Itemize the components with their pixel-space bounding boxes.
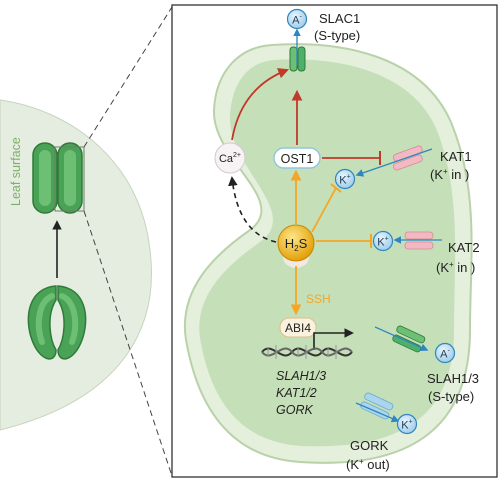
- svg-text:H2S: H2S: [285, 236, 308, 253]
- k-ion-kat2: K+: [372, 230, 394, 252]
- leaf-surface-label: Leaf surface: [9, 137, 23, 206]
- svg-text:A-: A-: [440, 348, 450, 361]
- transcription-arrow: [313, 328, 354, 350]
- gene-kat12: KAT1/2: [276, 386, 317, 400]
- svg-text:OST1: OST1: [281, 152, 314, 166]
- slac1-label: SLAC1: [319, 11, 360, 26]
- slah13-type: (S-type): [428, 389, 474, 404]
- kat2-channel: [404, 231, 434, 250]
- guard-cell-pair-closed: [32, 142, 85, 214]
- svg-text:A-: A-: [292, 14, 302, 27]
- svg-text:Ca2+: Ca2+: [219, 152, 241, 165]
- zoom-line-bottom: [83, 210, 173, 477]
- zoom-line-top: [83, 6, 173, 148]
- svg-text:K+: K+: [377, 236, 388, 249]
- svg-text:K+: K+: [401, 419, 412, 432]
- kat1-k-influx-arrow: [355, 148, 433, 177]
- anion-ion-right: A-: [434, 342, 456, 364]
- gork-k-efflux-arrow: [355, 402, 400, 423]
- gork-label: GORK: [350, 438, 389, 453]
- gene-slah13: SLAH1/3: [276, 369, 326, 383]
- ca-to-slac1-arrow: [231, 68, 290, 141]
- kat1-label: KAT1: [440, 149, 472, 164]
- slac1-type: (S-type): [314, 28, 360, 43]
- ssh-label: SSH: [306, 292, 331, 306]
- gene-gork: GORK: [276, 403, 313, 417]
- ost1-node: OST1: [273, 147, 321, 169]
- kat2-label: KAT2: [448, 240, 480, 255]
- svg-text:K+: K+: [339, 174, 350, 187]
- h2s-inhibit-bar-1: [330, 183, 342, 193]
- dna-helix: [261, 345, 353, 359]
- slah13-anion-efflux-arrow: [374, 326, 429, 352]
- k-ion-gork: K+: [396, 413, 418, 435]
- k-ion-kat1: K+: [334, 168, 356, 190]
- abi4-node: ABI4: [279, 317, 317, 338]
- leaf-panel: Leaf surface: [0, 6, 173, 477]
- h2s-node: H2S: [277, 224, 315, 268]
- slah13-label: SLAH1/3: [427, 371, 479, 386]
- kat1-type: (K+ in ): [430, 167, 469, 182]
- kat2-type: (K+ in ): [436, 260, 475, 275]
- anion-ion-top: A-: [286, 8, 308, 30]
- gork-type: (K+ out): [346, 457, 390, 472]
- guard-cell-pair-open: [27, 285, 87, 360]
- calcium-ion: Ca2+: [214, 142, 246, 174]
- svg-text:ABI4: ABI4: [285, 321, 311, 335]
- h2s-to-ca-arrow: [228, 176, 277, 243]
- h2s-inhibits-kat1-k: [311, 187, 337, 233]
